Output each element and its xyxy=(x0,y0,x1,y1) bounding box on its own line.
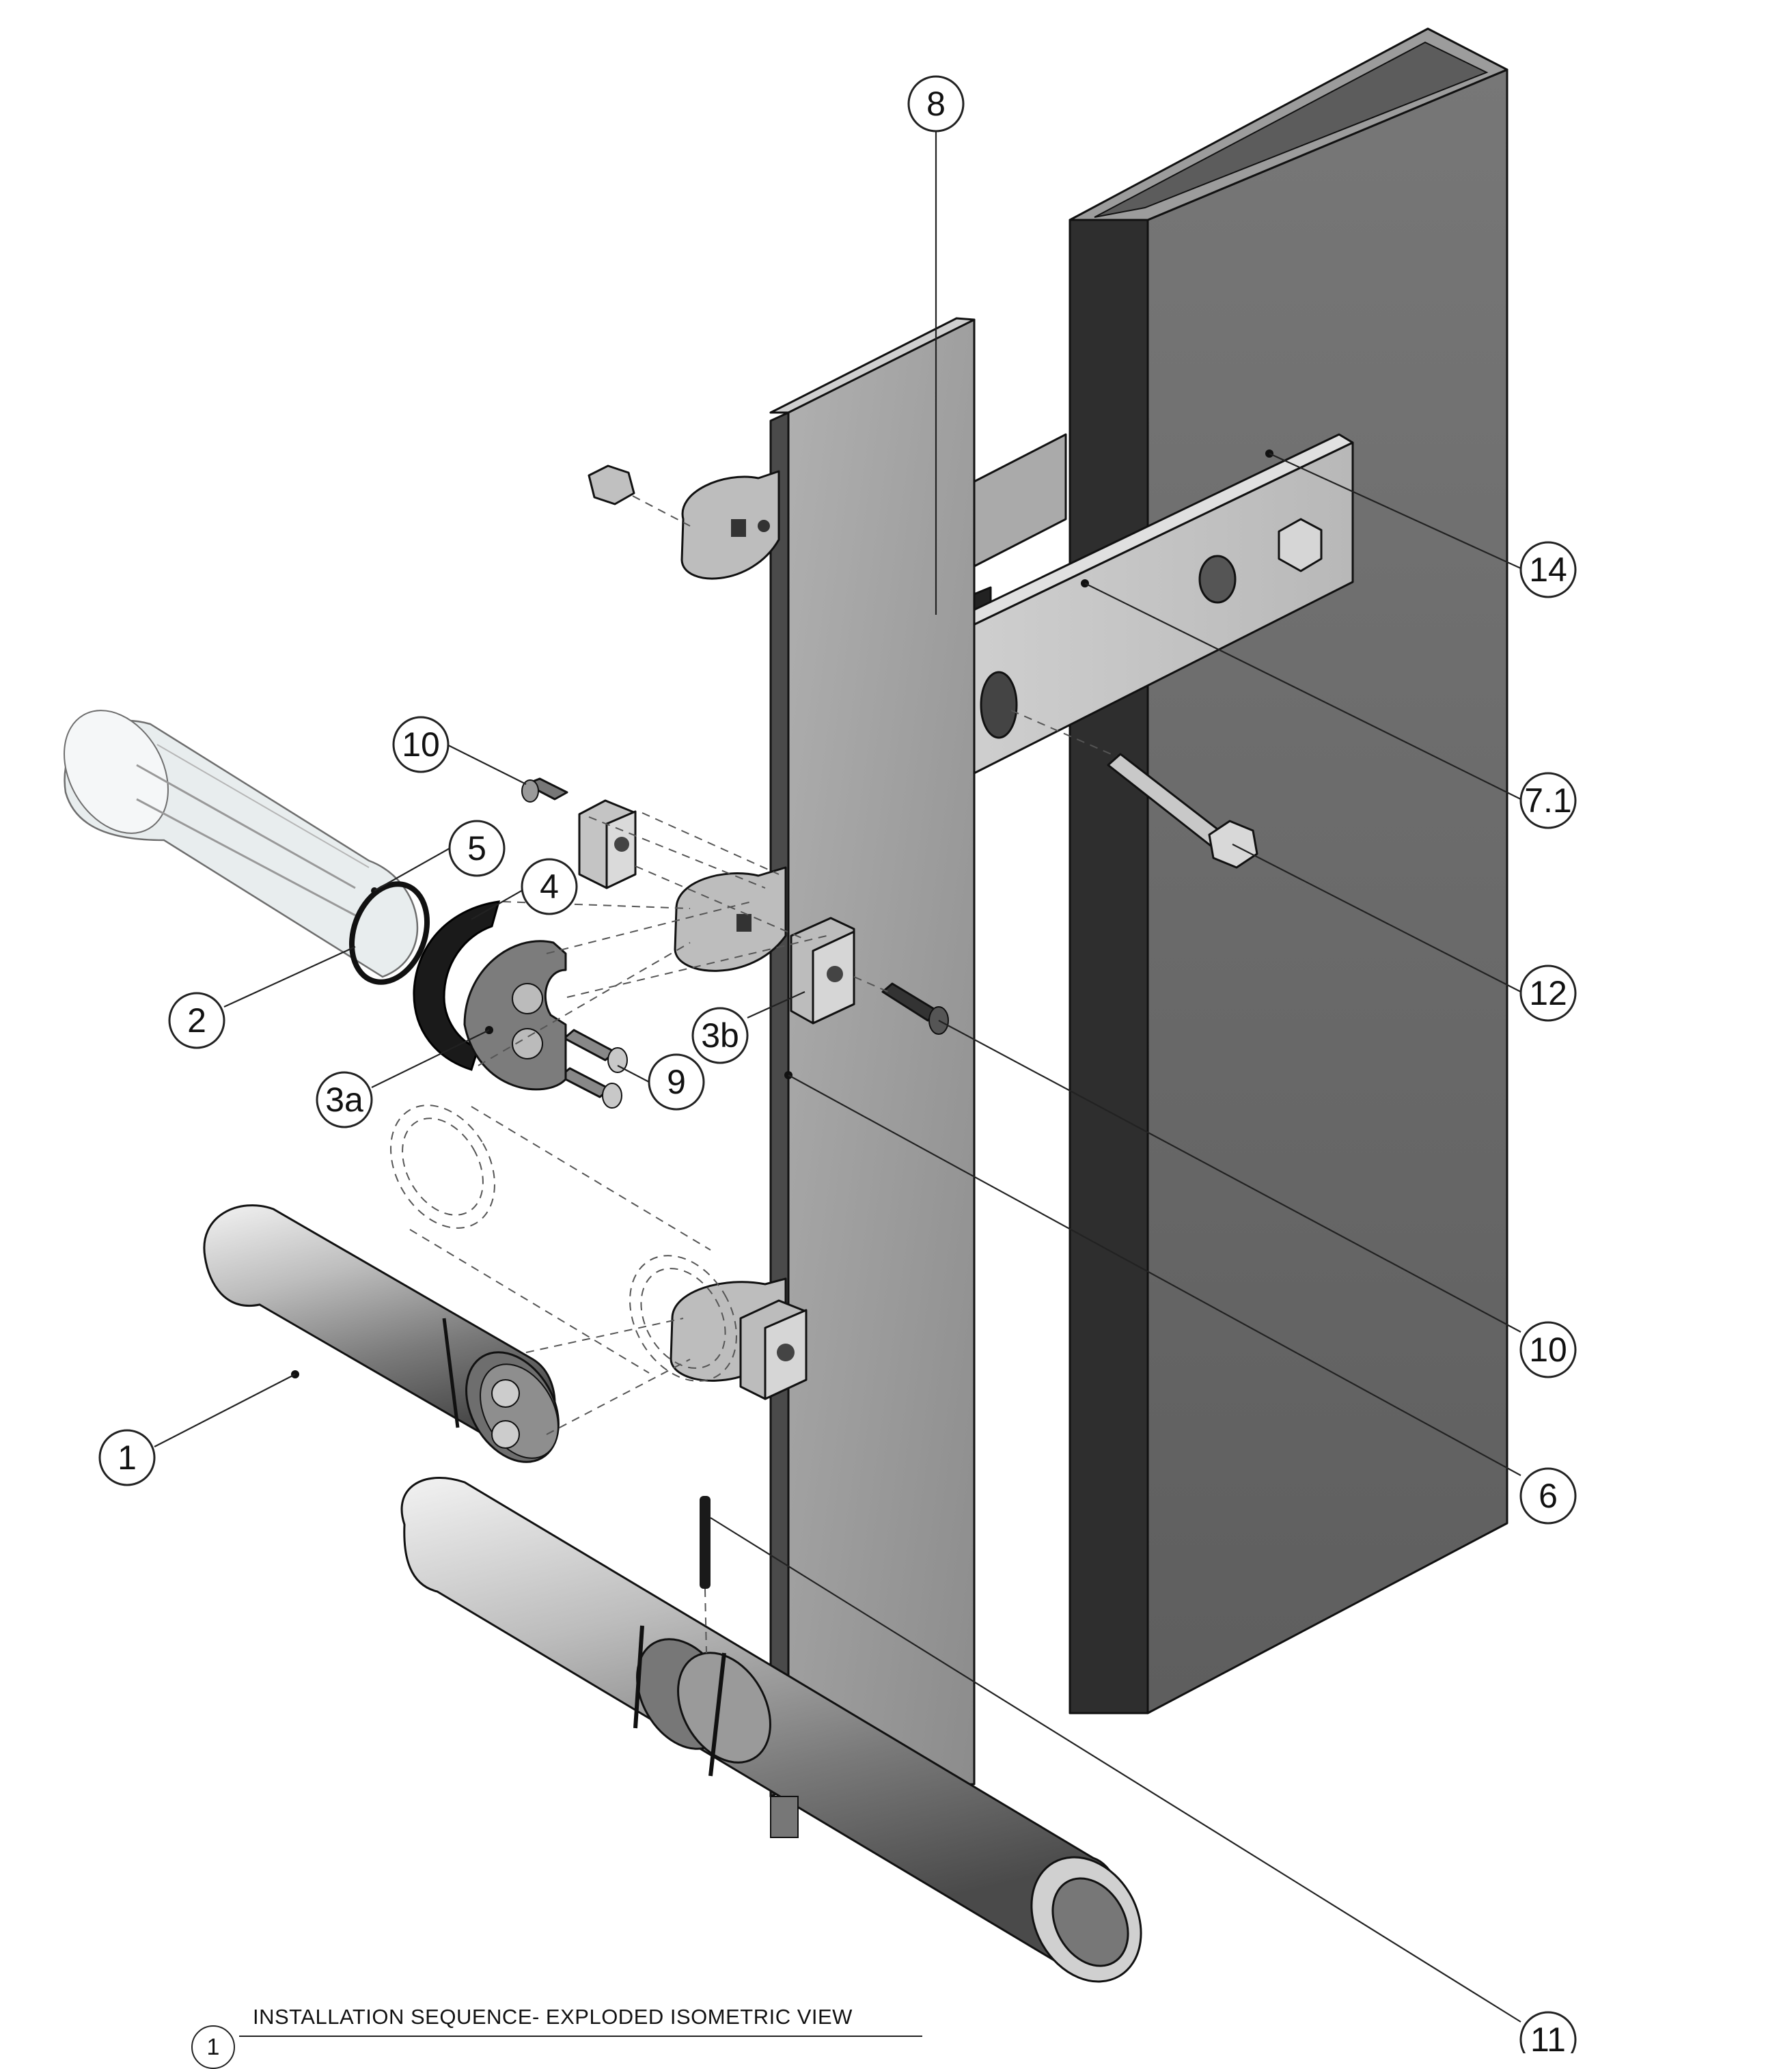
glass-tube-2 xyxy=(64,710,419,978)
arm-round-hole xyxy=(1198,555,1237,604)
pin-11 xyxy=(700,1496,711,1654)
leader-lines xyxy=(154,126,1521,2023)
upper-knuckle-square-hole xyxy=(731,519,746,537)
leader-14 xyxy=(1269,452,1521,570)
arm-back-block xyxy=(971,433,1067,568)
arm-hex-bolt-head xyxy=(1278,518,1323,572)
middle-knuckle-square-hole xyxy=(736,914,752,932)
screw-10-upper xyxy=(521,777,568,803)
callout-10-lower-label: 10 xyxy=(1529,1331,1567,1369)
callout-10-upper-label: 10 xyxy=(402,725,440,764)
callout-10-upper: 10 xyxy=(392,716,450,773)
leader-6 xyxy=(788,1074,1521,1476)
view-title: INSTALLATION SEQUENCE- EXPLODED ISOMETRI… xyxy=(253,2005,853,2029)
view-title-block: 1 INSTALLATION SEQUENCE- EXPLODED ISOMET… xyxy=(191,2005,943,2069)
leader-10b xyxy=(938,1020,1521,1333)
callout-7-1-label: 7.1 xyxy=(1524,781,1572,820)
gasket-4 xyxy=(413,900,501,1071)
callout-3b: 3b xyxy=(691,1007,749,1064)
callout-10-lower: 10 xyxy=(1519,1321,1577,1378)
callout-11-label: 11 xyxy=(1530,2021,1566,2053)
screw-9-pair xyxy=(559,1029,628,1109)
arm-slot-hole xyxy=(980,671,1018,739)
callout-2-label: 2 xyxy=(187,1001,206,1040)
assembled-roller xyxy=(400,1477,1142,1983)
callout-8: 8 xyxy=(907,75,965,133)
clamp-block-3b xyxy=(790,917,855,1025)
callout-3b-label: 3b xyxy=(701,1016,739,1055)
callout-6-label: 6 xyxy=(1539,1477,1558,1515)
view-number: 1 xyxy=(206,2034,220,2060)
o-ring-5 xyxy=(348,881,430,985)
callout-12-label: 12 xyxy=(1529,974,1567,1012)
clamp-block-lower xyxy=(739,1299,808,1400)
callout-4: 4 xyxy=(521,858,578,915)
hex-nut xyxy=(588,464,635,505)
post xyxy=(1069,27,1508,1714)
leader-4 xyxy=(471,886,529,920)
callout-8-label: 8 xyxy=(926,85,946,123)
leader-12 xyxy=(1232,844,1521,992)
plate-front-face xyxy=(769,318,976,1790)
clamp-block-small xyxy=(578,799,637,889)
callout-2: 2 xyxy=(168,992,225,1049)
mounting-plate xyxy=(670,317,976,1798)
callout-3a-label: 3a xyxy=(325,1081,363,1119)
plate-edge-face xyxy=(769,411,790,1798)
leader-11 xyxy=(710,1517,1521,2023)
callout-11: 11 xyxy=(1519,2011,1577,2053)
upper-knuckle-pin-hole xyxy=(758,520,770,532)
leader-5 xyxy=(374,848,450,891)
middle-knuckle xyxy=(674,866,787,972)
upper-knuckle xyxy=(680,470,780,580)
callout-1-label: 1 xyxy=(118,1439,137,1477)
callout-9: 9 xyxy=(648,1053,705,1111)
plate-top-face xyxy=(769,317,976,414)
callout-7-1: 7.1 xyxy=(1519,772,1577,829)
callout-6: 6 xyxy=(1519,1467,1577,1525)
view-number-badge: 1 xyxy=(191,2025,235,2069)
callout-5: 5 xyxy=(448,820,506,877)
ghost-tube xyxy=(390,1105,737,1382)
leader-10a xyxy=(446,744,527,785)
post-front-face xyxy=(1069,219,1149,1714)
leader-9 xyxy=(617,1065,650,1083)
callout-3a: 3a xyxy=(316,1071,373,1128)
callout-9-label: 9 xyxy=(667,1063,686,1101)
leader-3a xyxy=(371,1029,490,1088)
leader-3b xyxy=(747,990,805,1019)
callout-14-label: 14 xyxy=(1529,551,1567,589)
title-underline xyxy=(239,2036,922,2037)
callout-4-label: 4 xyxy=(540,867,559,906)
post-top-opening xyxy=(1094,41,1489,218)
shoe-3a xyxy=(463,940,567,1091)
callout-5-label: 5 xyxy=(467,829,486,867)
leader-1 xyxy=(154,1374,296,1447)
callout-14: 14 xyxy=(1519,541,1577,598)
callout-12: 12 xyxy=(1519,964,1577,1022)
leader-71 xyxy=(1084,583,1521,800)
callout-1: 1 xyxy=(98,1429,156,1486)
leader-2 xyxy=(223,946,356,1008)
roller-1 xyxy=(203,1204,691,1463)
post-side-face xyxy=(1146,68,1508,1714)
